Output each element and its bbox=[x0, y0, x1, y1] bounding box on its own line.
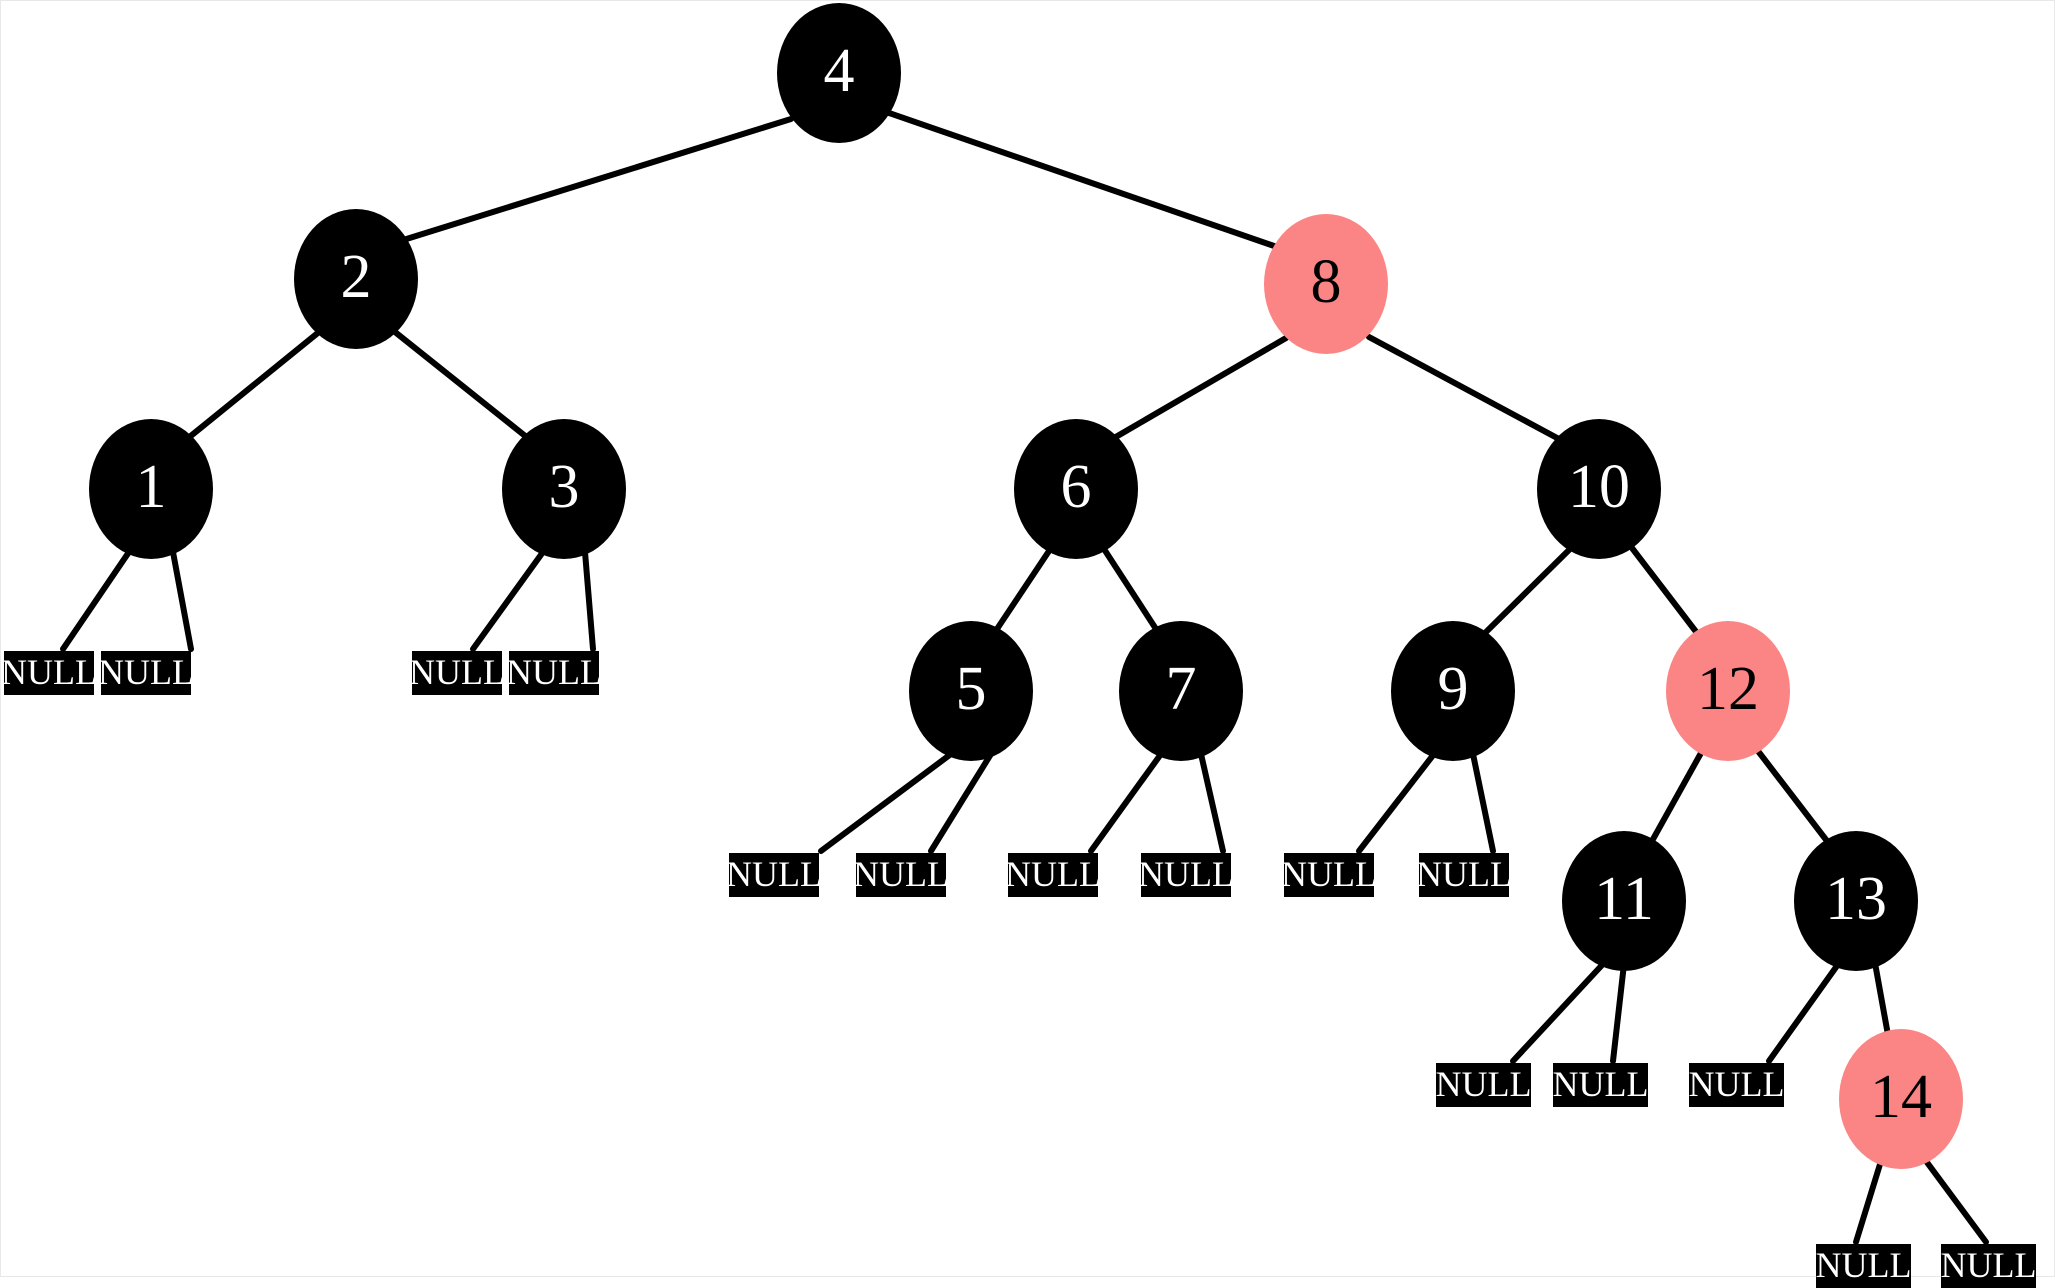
null-leaf-label: NULL bbox=[1815, 1245, 1912, 1285]
null-leaf-label: NULL bbox=[1416, 854, 1512, 894]
null-leaf-label: NULL bbox=[853, 854, 949, 894]
null-leaf[interactable]: NULL bbox=[1552, 1063, 1649, 1107]
tree-node-9[interactable]: 9 bbox=[1391, 621, 1515, 761]
null-leaf[interactable]: NULL bbox=[1281, 853, 1377, 897]
tree-node-label: 7 bbox=[1165, 655, 1197, 723]
tree-node-label: 11 bbox=[1594, 865, 1654, 933]
tree-node-4[interactable]: 4 bbox=[777, 3, 901, 143]
tree-edge bbox=[886, 110, 1280, 250]
tree-edge bbox=[1101, 546, 1159, 632]
tree-edge bbox=[1510, 961, 1606, 1064]
tree-node-label: 8 bbox=[1310, 248, 1342, 316]
tree-node-13[interactable]: 13 bbox=[1794, 831, 1918, 971]
tree-edge bbox=[1872, 960, 1891, 1038]
null-leaf[interactable]: NULL bbox=[1416, 853, 1512, 897]
tree-edge bbox=[994, 548, 1052, 632]
tree-node-5[interactable]: 5 bbox=[909, 621, 1033, 761]
tree-node-14[interactable]: 14 bbox=[1839, 1029, 1963, 1169]
tree-edge bbox=[1366, 334, 1562, 442]
null-leaf-label: NULL bbox=[98, 652, 194, 692]
tree-node-label: 10 bbox=[1568, 453, 1630, 521]
tree-edge bbox=[470, 549, 546, 652]
tree-edge bbox=[1755, 748, 1830, 844]
tree-edge bbox=[582, 549, 596, 652]
tree-node-label: 1 bbox=[135, 453, 167, 521]
tree-edge bbox=[1649, 750, 1704, 844]
null-leaf[interactable]: NULL bbox=[1435, 1063, 1532, 1107]
null-leaf-label: NULL bbox=[1435, 1064, 1532, 1104]
tree-edge bbox=[928, 751, 994, 854]
tree-node-1[interactable]: 1 bbox=[89, 419, 213, 559]
null-leaf[interactable]: NULL bbox=[98, 651, 194, 695]
tree-node-label: 3 bbox=[548, 453, 580, 521]
tree-edge bbox=[1923, 1158, 1989, 1245]
null-leaf[interactable]: NULL bbox=[1, 651, 97, 695]
null-leaf-label: NULL bbox=[1940, 1245, 2037, 1285]
tree-node-7[interactable]: 7 bbox=[1119, 621, 1243, 761]
tree-edge bbox=[1853, 1158, 1884, 1245]
null-leaf-label: NULL bbox=[1, 652, 97, 692]
null-leaf-label: NULL bbox=[1552, 1064, 1649, 1104]
tree-node-11[interactable]: 11 bbox=[1562, 831, 1686, 971]
null-leaf[interactable]: NULL bbox=[853, 853, 949, 897]
null-leaf-label: NULL bbox=[409, 652, 505, 692]
null-leaf[interactable]: NULL bbox=[1815, 1244, 1912, 1288]
null-leaf-label: NULL bbox=[726, 854, 822, 894]
null-leaf[interactable]: NULL bbox=[1138, 853, 1234, 897]
tree-node-label: 5 bbox=[955, 655, 987, 723]
tree-edge bbox=[1766, 960, 1842, 1064]
tree-edge bbox=[184, 329, 322, 442]
tree-node-12[interactable]: 12 bbox=[1666, 621, 1790, 761]
tree-node-10[interactable]: 10 bbox=[1537, 419, 1661, 559]
tree-edge bbox=[1629, 545, 1700, 636]
null-leaf-label: NULL bbox=[1688, 1064, 1785, 1104]
tree-edge bbox=[1470, 751, 1496, 854]
tree-node-label: 2 bbox=[340, 243, 372, 311]
null-leaf[interactable]: NULL bbox=[506, 651, 602, 695]
tree-node-2[interactable]: 2 bbox=[294, 209, 418, 349]
tree-node-8[interactable]: 8 bbox=[1264, 214, 1388, 354]
tree-node-label: 4 bbox=[823, 37, 855, 105]
tree-edge bbox=[1356, 751, 1437, 854]
tree-edge bbox=[1088, 751, 1164, 854]
tree-node-label: 14 bbox=[1870, 1063, 1932, 1131]
tree-edge bbox=[1198, 751, 1226, 854]
tree-edge bbox=[818, 751, 954, 854]
null-leaf-label: NULL bbox=[1138, 854, 1234, 894]
tree-edge bbox=[1610, 961, 1627, 1064]
null-leaf[interactable]: NULL bbox=[1940, 1244, 2037, 1288]
tree-edge bbox=[392, 329, 532, 442]
null-leaf[interactable]: NULL bbox=[726, 853, 822, 897]
tree-node-6[interactable]: 6 bbox=[1014, 419, 1138, 559]
null-leaf-label: NULL bbox=[1005, 854, 1101, 894]
null-leaf[interactable]: NULL bbox=[409, 651, 505, 695]
tree-edge bbox=[60, 549, 132, 652]
null-leaf[interactable]: NULL bbox=[1688, 1063, 1785, 1107]
tree-edge bbox=[397, 116, 794, 244]
tree-node-label: 9 bbox=[1437, 655, 1469, 723]
tree-node-label: 6 bbox=[1060, 453, 1092, 521]
tree-edge bbox=[170, 549, 194, 652]
tree-edge bbox=[1482, 547, 1572, 636]
tree-node-3[interactable]: 3 bbox=[502, 419, 626, 559]
null-leaf-label: NULL bbox=[1281, 854, 1377, 894]
null-leaf-label: NULL bbox=[506, 652, 602, 692]
tree-node-label: 13 bbox=[1825, 865, 1887, 933]
tree-edge bbox=[1111, 335, 1289, 441]
null-leaf[interactable]: NULL bbox=[1005, 853, 1101, 897]
tree-node-label: 12 bbox=[1697, 655, 1759, 723]
